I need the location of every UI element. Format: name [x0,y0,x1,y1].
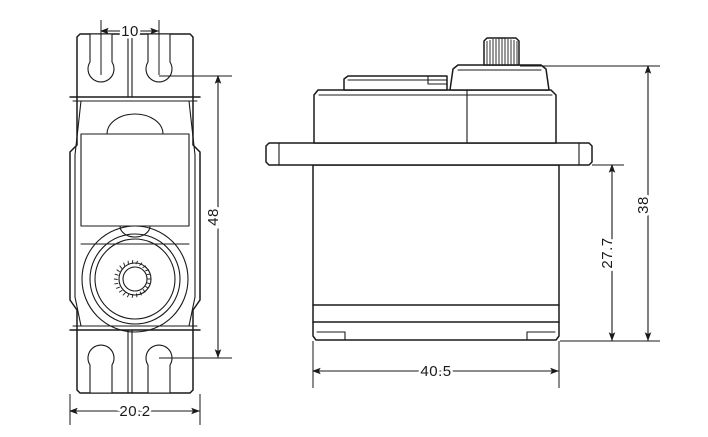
side-view-dimensions: 38 27.7 40.5 [311,64,660,388]
output-shaft-spline-teeth [486,38,518,65]
top-view-lower-arc [119,225,151,238]
mounting-slot-bottom-right [145,344,173,394]
dim-label-48: 48 [205,208,222,226]
top-view-cover-panel [80,133,190,227]
top-view-upper-arc [106,113,164,135]
mounting-slot-bottom-left [87,344,115,394]
output-spline-teeth [113,260,151,298]
output-boss-housing [449,64,550,91]
top-cover-notch [427,75,448,85]
side-view-case-body [312,164,560,341]
side-view-top-cover [343,75,448,91]
top-view-group [69,33,201,394]
dim-label-20-2: 20.2 [119,403,150,420]
top-view-inner-wall [74,100,82,327]
bottom-notch-left [316,331,346,341]
side-view-upper-case [313,89,557,144]
dim-label-40-5: 40.5 [420,363,451,380]
side-view-group [265,37,593,341]
side-view-mounting-flange [265,142,593,166]
dim-label-10: 10 [121,23,139,40]
top-view-dimensions: 10 48 20.2 [68,20,232,425]
leader-lines [159,75,232,359]
dim-label-27-7: 27.7 [599,237,616,268]
top-view-inner-wall-right [188,100,196,327]
output-spline-outer [118,262,152,296]
output-boss-inner-circle [94,238,176,320]
dim-label-38: 38 [635,196,652,214]
output-boss-mid-circle [89,233,181,325]
bottom-notch-right [526,331,556,341]
